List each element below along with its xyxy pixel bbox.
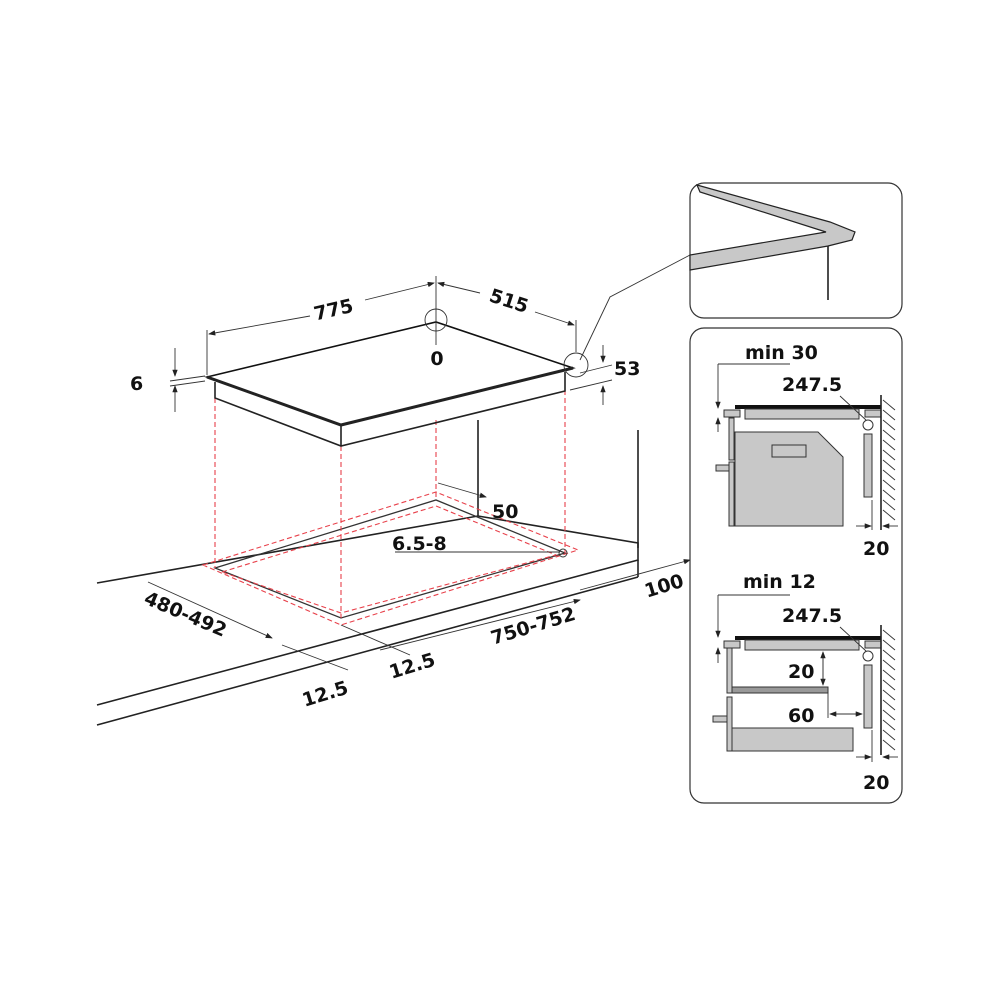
dim-width: 775 — [312, 295, 356, 325]
detail-marker — [563, 352, 589, 378]
drawer-dim-gap: 20 — [788, 661, 814, 683]
dim-front-b: 12.5 — [387, 649, 438, 684]
dim-cutout-width: 750-752 — [488, 603, 578, 650]
installation-inset: min 30 247.5 20 — [689, 327, 903, 804]
oven-dim-a: 247.5 — [782, 374, 842, 396]
edge-detail-inset — [689, 182, 903, 319]
dim-glass: 6 — [130, 373, 143, 395]
dim-cutout-back: 50 — [492, 501, 518, 523]
dim-front-a: 12.5 — [300, 677, 351, 712]
dim-height: 53 — [614, 358, 640, 380]
drawer-section — [712, 594, 898, 762]
dim-wall: 100 — [642, 570, 686, 603]
oven-min-label: min 30 — [745, 342, 818, 364]
drawer-dim-depth: 60 — [788, 705, 814, 727]
dimension-lines — [147, 276, 691, 671]
oven-section — [715, 363, 898, 530]
countertop — [96, 420, 639, 726]
dim-hole: 6.5-8 — [392, 533, 447, 555]
dim-cutout-depth: 480-492 — [141, 587, 230, 641]
dim-depth: 515 — [487, 285, 532, 318]
hob — [204, 254, 691, 447]
projection-lines — [214, 390, 566, 618]
oven-dim-wall: 20 — [863, 538, 889, 560]
drawer-dim-wall: 20 — [863, 772, 889, 794]
drawer-dim-a: 247.5 — [782, 605, 842, 627]
cutout — [201, 491, 580, 626]
dim-origin: 0 — [430, 348, 443, 370]
drawer-min-label: min 12 — [743, 571, 816, 593]
hole-marker — [558, 548, 568, 558]
